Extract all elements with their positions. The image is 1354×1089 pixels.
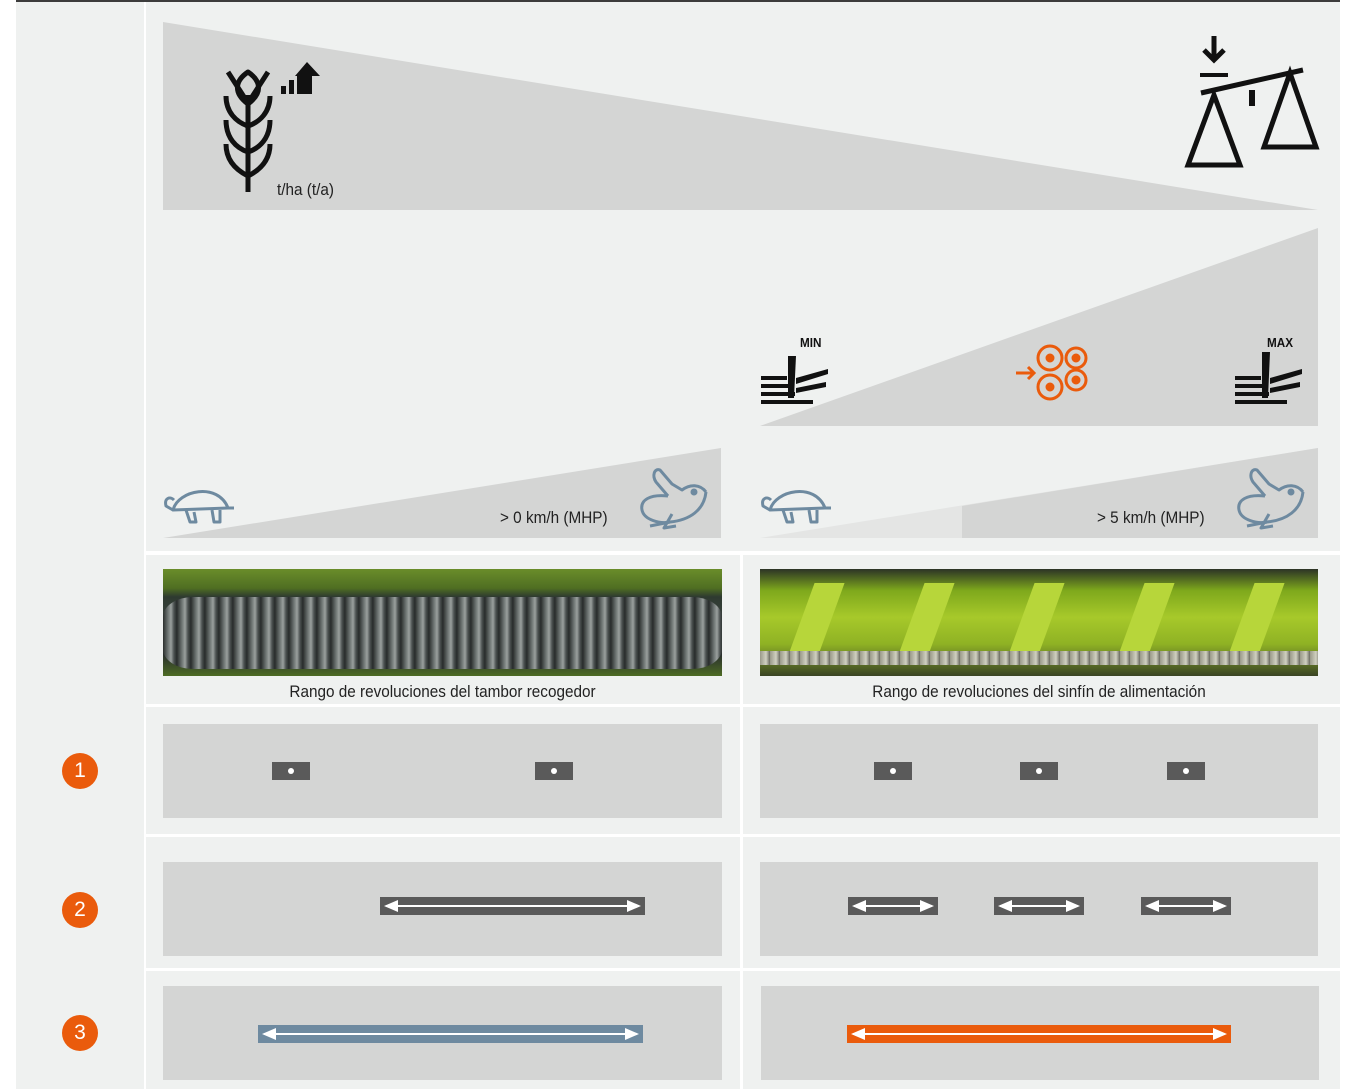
speed-label-right: > 5 km/h (MHP): [1097, 508, 1205, 527]
position-marker: [1020, 762, 1058, 780]
range-arrow-bar: [848, 897, 938, 915]
range-arrow-bar: [994, 897, 1084, 915]
position-marker: [1167, 762, 1205, 780]
position-marker: [272, 762, 310, 780]
rabbit-icon: [640, 468, 708, 530]
row-number-badge: 3: [62, 1015, 98, 1051]
caption-right: Rango de revoluciones del sinfín de alim…: [872, 682, 1206, 701]
turtle-icon: [164, 490, 234, 524]
balance-scale-icon: [1184, 36, 1320, 168]
pickup-drum-photo: [163, 569, 722, 676]
turtle-icon: [761, 490, 831, 524]
position-marker: [874, 762, 912, 780]
max-label: MAX: [1267, 335, 1294, 350]
yield-wedge: [163, 22, 1318, 210]
speed-wedge-right-active: [962, 448, 1318, 538]
position-marker: [535, 762, 573, 780]
crop-flow-max-icon: [1235, 352, 1302, 404]
rollers-icon: [1016, 344, 1088, 401]
feed-auger-photo: [760, 569, 1318, 676]
row-number-badge: 2: [62, 892, 98, 928]
speed-label-left: > 0 km/h (MHP): [500, 508, 608, 527]
crop-flow-min-icon: [761, 356, 828, 404]
speed-wedge-left: [163, 448, 721, 538]
row1-left-panel: [163, 724, 722, 818]
rabbit-icon: [1237, 468, 1305, 530]
range-arrow-bar: [847, 1025, 1231, 1043]
wedge-graphics: [163, 22, 1320, 538]
row-number-badge: 1: [62, 753, 98, 789]
top-rule: [16, 0, 1340, 2]
caption-left: Rango de revoluciones del tambor recoged…: [289, 682, 596, 701]
wheat-yield-icon: [223, 69, 273, 192]
range-arrow-bar: [380, 897, 645, 915]
crop-flow-wedge: [760, 228, 1318, 426]
min-label: MIN: [800, 335, 822, 350]
range-arrow-bar: [258, 1025, 643, 1043]
yield-label: t/ha (t/a): [277, 180, 334, 199]
range-arrow-bar: [1141, 897, 1231, 915]
yield-increase-icon: [281, 62, 320, 94]
